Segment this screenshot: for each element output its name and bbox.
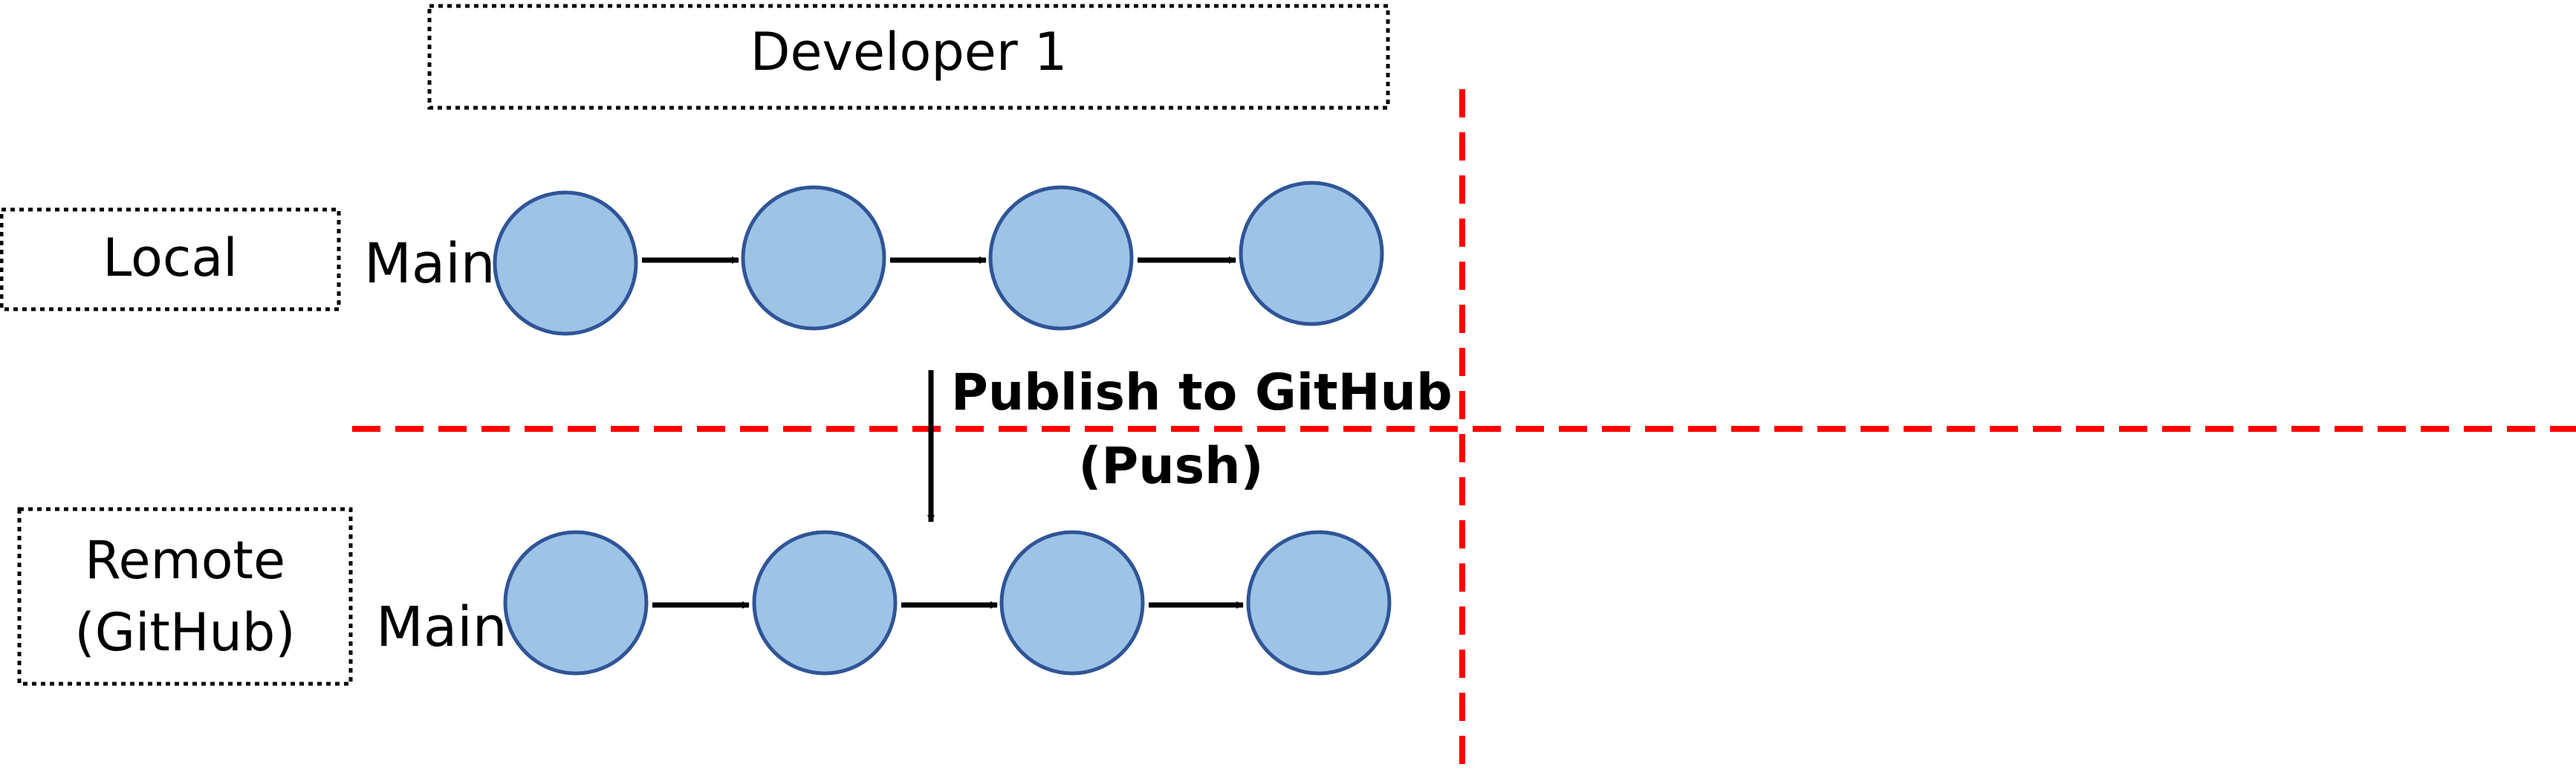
remote-label-line1: Remote	[85, 530, 285, 591]
commit-node[interactable]	[999, 530, 1145, 676]
remote-branch: Main	[376, 530, 1392, 676]
push-action: Publish to GitHub (Push)	[927, 363, 1453, 522]
commit-node[interactable]	[493, 190, 638, 336]
commit-node[interactable]	[503, 530, 649, 676]
commit-node[interactable]	[1246, 530, 1392, 676]
remote-branch-label: Main	[376, 595, 507, 659]
local-branch-label: Main	[364, 232, 496, 296]
push-label-line1: Publish to GitHub	[951, 363, 1453, 422]
commit-node[interactable]	[988, 185, 1134, 331]
remote-box: Remote (GitHub)	[17, 507, 353, 686]
remote-label-line2: (GitHub)	[74, 602, 295, 663]
local-label: Local	[103, 227, 237, 288]
commit-node[interactable]	[752, 530, 898, 676]
push-label-line2: (Push)	[1078, 437, 1263, 496]
commit-node[interactable]	[1239, 181, 1384, 326]
local-branch: Main	[364, 181, 1384, 336]
local-box: Local	[0, 207, 341, 311]
developer-label: Developer 1	[750, 22, 1068, 82]
commit-node[interactable]	[741, 185, 886, 331]
developer-box: Developer 1	[427, 4, 1390, 110]
